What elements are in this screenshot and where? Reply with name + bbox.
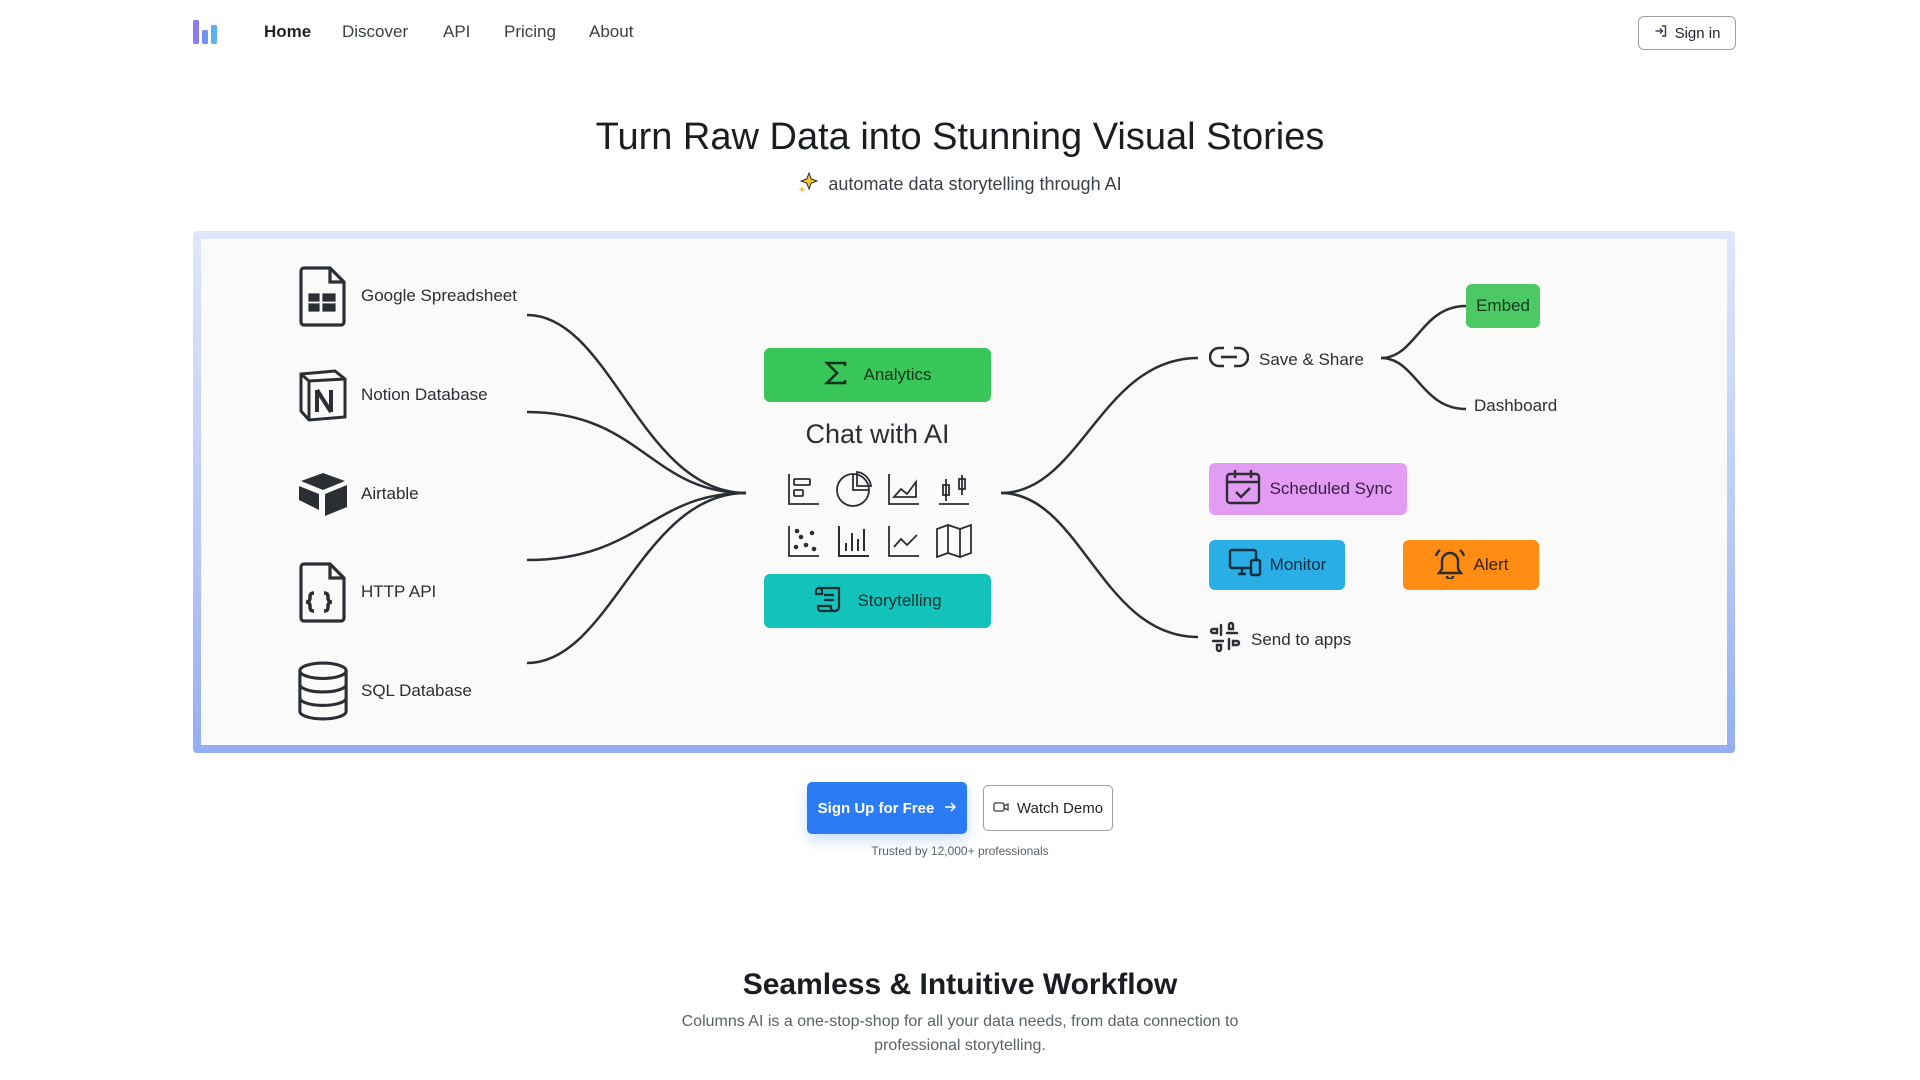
source-label: Notion Database [361, 385, 488, 404]
map-icon [929, 515, 979, 567]
sign-in-label: Sign in [1674, 24, 1721, 42]
top-nav: Home Discover API Pricing About Sign in [0, 0, 1920, 66]
connector-lines [526, 304, 1467, 665]
pie-chart-icon [829, 463, 879, 515]
chart-types-grid [779, 463, 979, 567]
monitor-label: Monitor [1269, 555, 1327, 574]
sparkles-icon [798, 171, 820, 198]
line-chart-icon [879, 515, 929, 567]
sign-in-button[interactable]: Sign in [1638, 16, 1736, 50]
sigma-icon [823, 360, 849, 391]
candlestick-icon [929, 463, 979, 515]
chat-with-ai-title: Chat with AI [805, 419, 950, 449]
nav-link-home[interactable]: Home [264, 22, 312, 41]
nav-link-pricing[interactable]: Pricing [504, 22, 556, 41]
monitor-tag[interactable]: Monitor [1209, 540, 1345, 590]
spreadsheet-icon [297, 265, 349, 327]
source-sql-database[interactable]: SQL Database [297, 660, 472, 722]
source-label: Airtable [361, 484, 419, 503]
json-file-icon [297, 561, 349, 623]
watch-demo-label: Watch Demo [1016, 799, 1104, 817]
trusted-by-text: Trusted by 12,000+ professionals [871, 844, 1049, 858]
alert-tag[interactable]: Alert [1403, 540, 1539, 590]
embed-tag[interactable]: Embed [1466, 284, 1540, 328]
notion-icon [297, 364, 349, 426]
dashboard-label: Dashboard [1474, 396, 1558, 415]
save-share-node[interactable]: Save & Share [1208, 344, 1364, 375]
link-icon [1208, 344, 1250, 375]
sign-up-label: Sign Up for Free [817, 799, 935, 817]
hero-subtitle: automate data storytelling through AI [0, 171, 1920, 198]
workflow-section-description: Columns AI is a one-stop-shop for all yo… [681, 1013, 1239, 1054]
watch-demo-button[interactable]: Watch Demo [983, 785, 1113, 831]
calendar-check-icon [1224, 468, 1262, 511]
bar-horizontal-icon [779, 463, 829, 515]
source-label: Google Spreadsheet [361, 286, 517, 305]
slack-icon [1209, 621, 1241, 658]
workflow-section-title: Seamless & Intuitive Workflow [742, 968, 1178, 1001]
airtable-icon [297, 463, 349, 525]
source-http-api[interactable]: HTTP API [297, 561, 436, 623]
save-share-label: Save & Share [1259, 349, 1364, 369]
scroll-icon [813, 585, 843, 618]
dashboard-node[interactable]: Dashboard [1474, 396, 1557, 416]
storytelling-block[interactable]: Storytelling [764, 574, 991, 628]
storytelling-label: Storytelling [857, 591, 942, 610]
hero-subtitle-text: automate data storytelling through AI [828, 174, 1122, 194]
analytics-block[interactable]: Analytics [764, 348, 991, 402]
scatter-icon [779, 515, 829, 567]
source-google-spreadsheet[interactable]: Google Spreadsheet [297, 265, 517, 327]
source-label: HTTP API [361, 582, 437, 601]
sign-in-icon [1654, 24, 1668, 42]
analytics-label: Analytics [863, 365, 932, 384]
video-camera-icon [993, 800, 1009, 817]
database-icon [297, 660, 349, 722]
source-airtable[interactable]: Airtable [297, 463, 419, 525]
bar-chart-logo-icon[interactable] [193, 20, 219, 44]
area-chart-icon [879, 463, 929, 515]
bell-icon [1434, 547, 1466, 584]
source-notion-database[interactable]: Notion Database [297, 364, 488, 426]
sign-up-button[interactable]: Sign Up for Free [807, 782, 967, 834]
scheduled-sync-tag[interactable]: Scheduled Sync [1209, 463, 1407, 515]
nav-link-discover[interactable]: Discover [342, 22, 409, 41]
scheduled-sync-label: Scheduled Sync [1269, 479, 1393, 498]
source-label: SQL Database [361, 681, 472, 700]
workflow-diagram: Google Spreadsheet Notion Database Airta… [201, 239, 1727, 745]
alert-label: Alert [1473, 555, 1509, 574]
bar-vertical-icon [829, 515, 879, 567]
arrow-right-icon [944, 800, 957, 817]
nav-link-api[interactable]: API [443, 22, 471, 41]
send-to-apps-node[interactable]: Send to apps [1209, 621, 1351, 658]
nav-link-about[interactable]: About [589, 22, 634, 41]
send-to-apps-label: Send to apps [1251, 629, 1352, 649]
hero-title: Turn Raw Data into Stunning Visual Stori… [595, 116, 1325, 158]
monitor-devices-icon [1228, 548, 1262, 583]
